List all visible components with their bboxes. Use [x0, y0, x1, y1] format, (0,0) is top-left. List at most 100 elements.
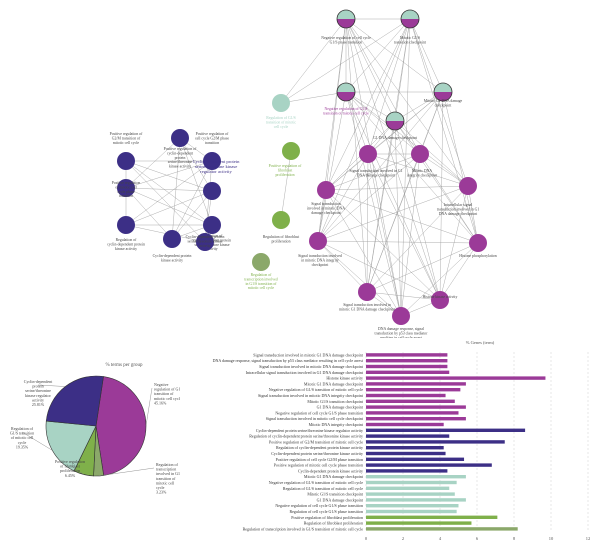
pie-slice-pct: 45.16% — [154, 400, 167, 405]
network-edge — [125, 160, 213, 189]
node-circle — [171, 129, 189, 147]
network-edge — [345, 91, 369, 155]
node-circle — [203, 152, 221, 170]
node-bottom-half — [434, 92, 452, 101]
bar-tick-label: 0 — [365, 536, 368, 541]
network-edge — [419, 153, 469, 187]
network-edge — [366, 120, 396, 293]
node-outline — [400, 9, 420, 29]
node-circle — [411, 145, 429, 163]
bar-mark — [366, 382, 466, 386]
network-edge — [317, 240, 368, 293]
network-edge — [317, 18, 347, 242]
bar-marks — [366, 353, 546, 531]
network-edge — [317, 91, 347, 242]
bar-mark — [366, 504, 459, 508]
bar-mark — [366, 486, 450, 490]
network-edge — [394, 120, 469, 187]
bar-tick-label: 12 — [586, 536, 591, 541]
network-edge — [400, 242, 479, 317]
bar-chart: % Genes (term) Signal transduction invol… — [213, 340, 591, 541]
network-edge — [345, 18, 411, 93]
bar-mark — [366, 405, 466, 409]
node-outline — [336, 9, 356, 29]
network-edge — [325, 18, 411, 191]
bar-category-label: Negative regulation of G1/S transition o… — [269, 387, 363, 392]
bar-mark — [366, 411, 459, 415]
node-circle — [392, 307, 410, 325]
network-edge — [280, 91, 347, 104]
bar-mark — [366, 475, 466, 479]
bar-mark — [366, 399, 455, 403]
network-edge — [345, 91, 396, 122]
bar-category-label: Signal transduction involved in mitotic … — [259, 364, 364, 369]
bar-category-label: Cyclin-dependent protein serine/threonin… — [271, 451, 363, 456]
pie-slice-pct: 25.81% — [32, 402, 45, 407]
network-edge — [280, 18, 411, 104]
network-edge — [280, 18, 347, 104]
bar-category-label: Negative regulation of G1/S transition o… — [269, 480, 363, 485]
node-circle — [163, 230, 181, 248]
network-edge — [325, 189, 441, 301]
network-edge — [345, 18, 421, 155]
network-edge — [179, 137, 213, 192]
node-label: Histone kinase activity — [423, 295, 458, 299]
network-edge — [345, 18, 396, 122]
node-bottom-half — [386, 121, 404, 130]
bar-mark — [366, 376, 546, 380]
bar-category-label: Positive regulation of mitotic cell cycl… — [274, 463, 363, 468]
pie-leader-line — [145, 387, 153, 426]
node-outline — [433, 82, 453, 102]
network-node: Histone phosphorylation — [459, 234, 497, 258]
network-edge — [367, 153, 441, 301]
network-edge — [367, 153, 402, 317]
pie-title: % terms per group — [105, 363, 143, 368]
bar-category-label: Mitotic G1 DNA damage checkpoint — [304, 381, 364, 386]
bar-category-label: Cyclin-dependent protein serine/threonin… — [256, 428, 363, 433]
pie-slice — [45, 375, 104, 427]
bar-mark — [366, 492, 455, 496]
network-edge — [419, 153, 479, 244]
node-bottom-half — [401, 19, 419, 28]
network-edge — [467, 185, 479, 244]
bar-tick-label: 2 — [402, 536, 404, 541]
network-edge — [125, 160, 213, 192]
bar-chart-title: % Genes (term) — [466, 340, 495, 345]
bar-mark — [366, 515, 498, 519]
network-edge — [125, 187, 213, 226]
network-edge — [345, 18, 444, 93]
network-edge — [345, 91, 421, 155]
network-edge — [125, 187, 173, 240]
network-edge — [325, 153, 421, 191]
bar-mark — [366, 364, 448, 369]
network-edge — [317, 240, 402, 317]
bar-tick-label: 4 — [439, 536, 442, 541]
node-circle — [203, 182, 221, 200]
network-edge — [179, 137, 213, 226]
bar-category-label: Regulation of cell cycle G1/S phase tran… — [289, 509, 363, 514]
network-edge — [400, 18, 411, 317]
bar-mark — [366, 417, 466, 421]
bar-category-label: Mitotic G1 DNA damage checkpoint — [304, 474, 364, 479]
node-label: G1 DNA damage checkpoint — [373, 136, 418, 140]
bar-mark — [366, 428, 526, 432]
